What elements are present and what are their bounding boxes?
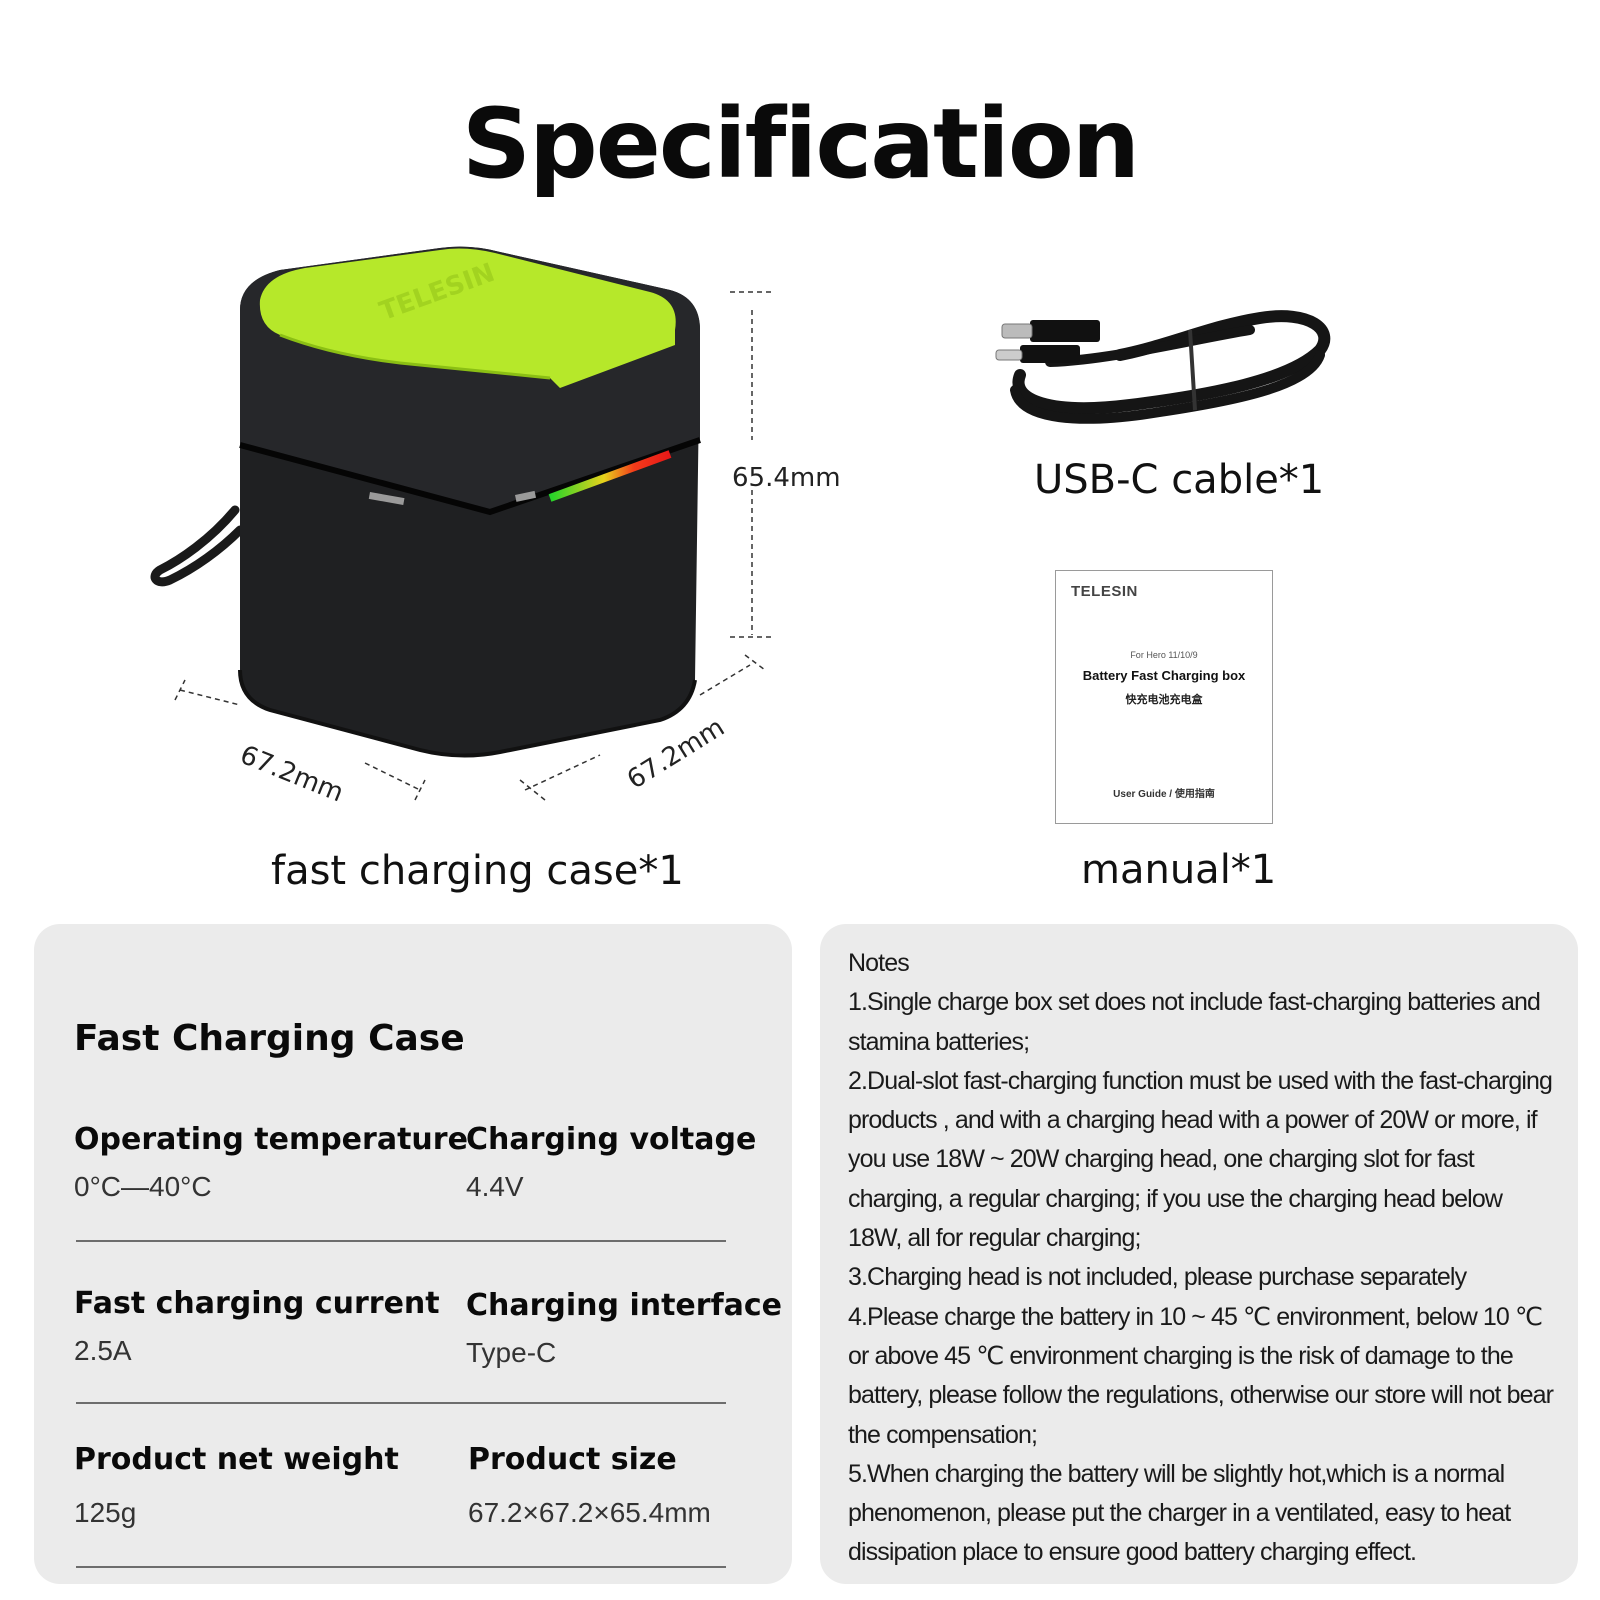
notes-text: Notes 1.Single charge box set does not i… — [848, 944, 1560, 1573]
spec-value: 125g — [74, 1497, 137, 1528]
spec-item: Charging interface Type-C — [466, 1288, 782, 1369]
note-item: 4.Please charge the battery in 10 ~ 45 ℃… — [848, 1302, 1554, 1449]
note-item: 3.Charging head is not included, please … — [848, 1263, 1467, 1292]
usb-cable-caption: USB-C cable*1 — [1034, 457, 1325, 503]
spec-label: Product net weight — [74, 1442, 399, 1477]
spec-value: 2.5A — [74, 1335, 132, 1366]
note-item: 5.When charging the battery will be slig… — [848, 1459, 1511, 1567]
divider — [76, 1240, 726, 1242]
spec-value: 4.4V — [466, 1171, 524, 1202]
spec-label: Charging voltage — [466, 1122, 757, 1157]
divider — [76, 1402, 726, 1404]
spec-label: Fast charging current — [74, 1286, 440, 1321]
charging-case-caption: fast charging case*1 — [271, 848, 684, 894]
notes-panel: Notes 1.Single charge box set does not i… — [820, 924, 1578, 1584]
usb-cable-icon — [995, 310, 1331, 424]
spec-label: Product size — [468, 1442, 677, 1477]
spec-item: Product size 67.2×67.2×65.4mm — [468, 1442, 711, 1529]
spec-value: 0°C—40°C — [74, 1171, 212, 1202]
manual-footer: User Guide / 使用指南 — [1113, 789, 1215, 800]
height-dimension-label: 65.4mm — [732, 463, 841, 493]
page-title: Specification — [461, 88, 1140, 200]
manual-title-cn: 快充电池充电盒 — [1125, 694, 1203, 706]
note-item: 2.Dual-slot fast-charging function must … — [848, 1066, 1553, 1253]
manual-image: TELESIN For Hero 11/10/9 Battery Fast Ch… — [1055, 570, 1273, 824]
spec-label: Operating temperature — [74, 1122, 468, 1157]
charging-case-icon: TELESIN — [150, 246, 775, 801]
spec-value: Type-C — [466, 1337, 557, 1368]
spec-label: Charging interface — [466, 1288, 782, 1323]
spec-title: Fast Charging Case — [74, 1018, 465, 1059]
spec-panel: Fast Charging Case Operating temperature… — [34, 924, 792, 1584]
divider — [76, 1566, 726, 1568]
manual-title: Battery Fast Charging box — [1082, 668, 1246, 683]
usb-c-cable-image — [990, 300, 1340, 430]
spec-item: Operating temperature 0°C—40°C — [74, 1122, 468, 1203]
manual-brand: TELESIN — [1071, 583, 1138, 600]
manual-model: For Hero 11/10/9 — [1130, 650, 1198, 660]
charging-case-image: TELESIN — [140, 240, 840, 820]
spec-item: Product net weight 125g — [74, 1442, 399, 1529]
notes-title: Notes — [848, 949, 910, 977]
spec-item: Charging voltage 4.4V — [466, 1122, 756, 1203]
spec-value: 67.2×67.2×65.4mm — [468, 1497, 711, 1528]
manual-caption: manual*1 — [1081, 847, 1277, 893]
spec-item: Fast charging current 2.5A — [74, 1286, 440, 1367]
note-item: 1.Single charge box set does not include… — [848, 988, 1541, 1056]
